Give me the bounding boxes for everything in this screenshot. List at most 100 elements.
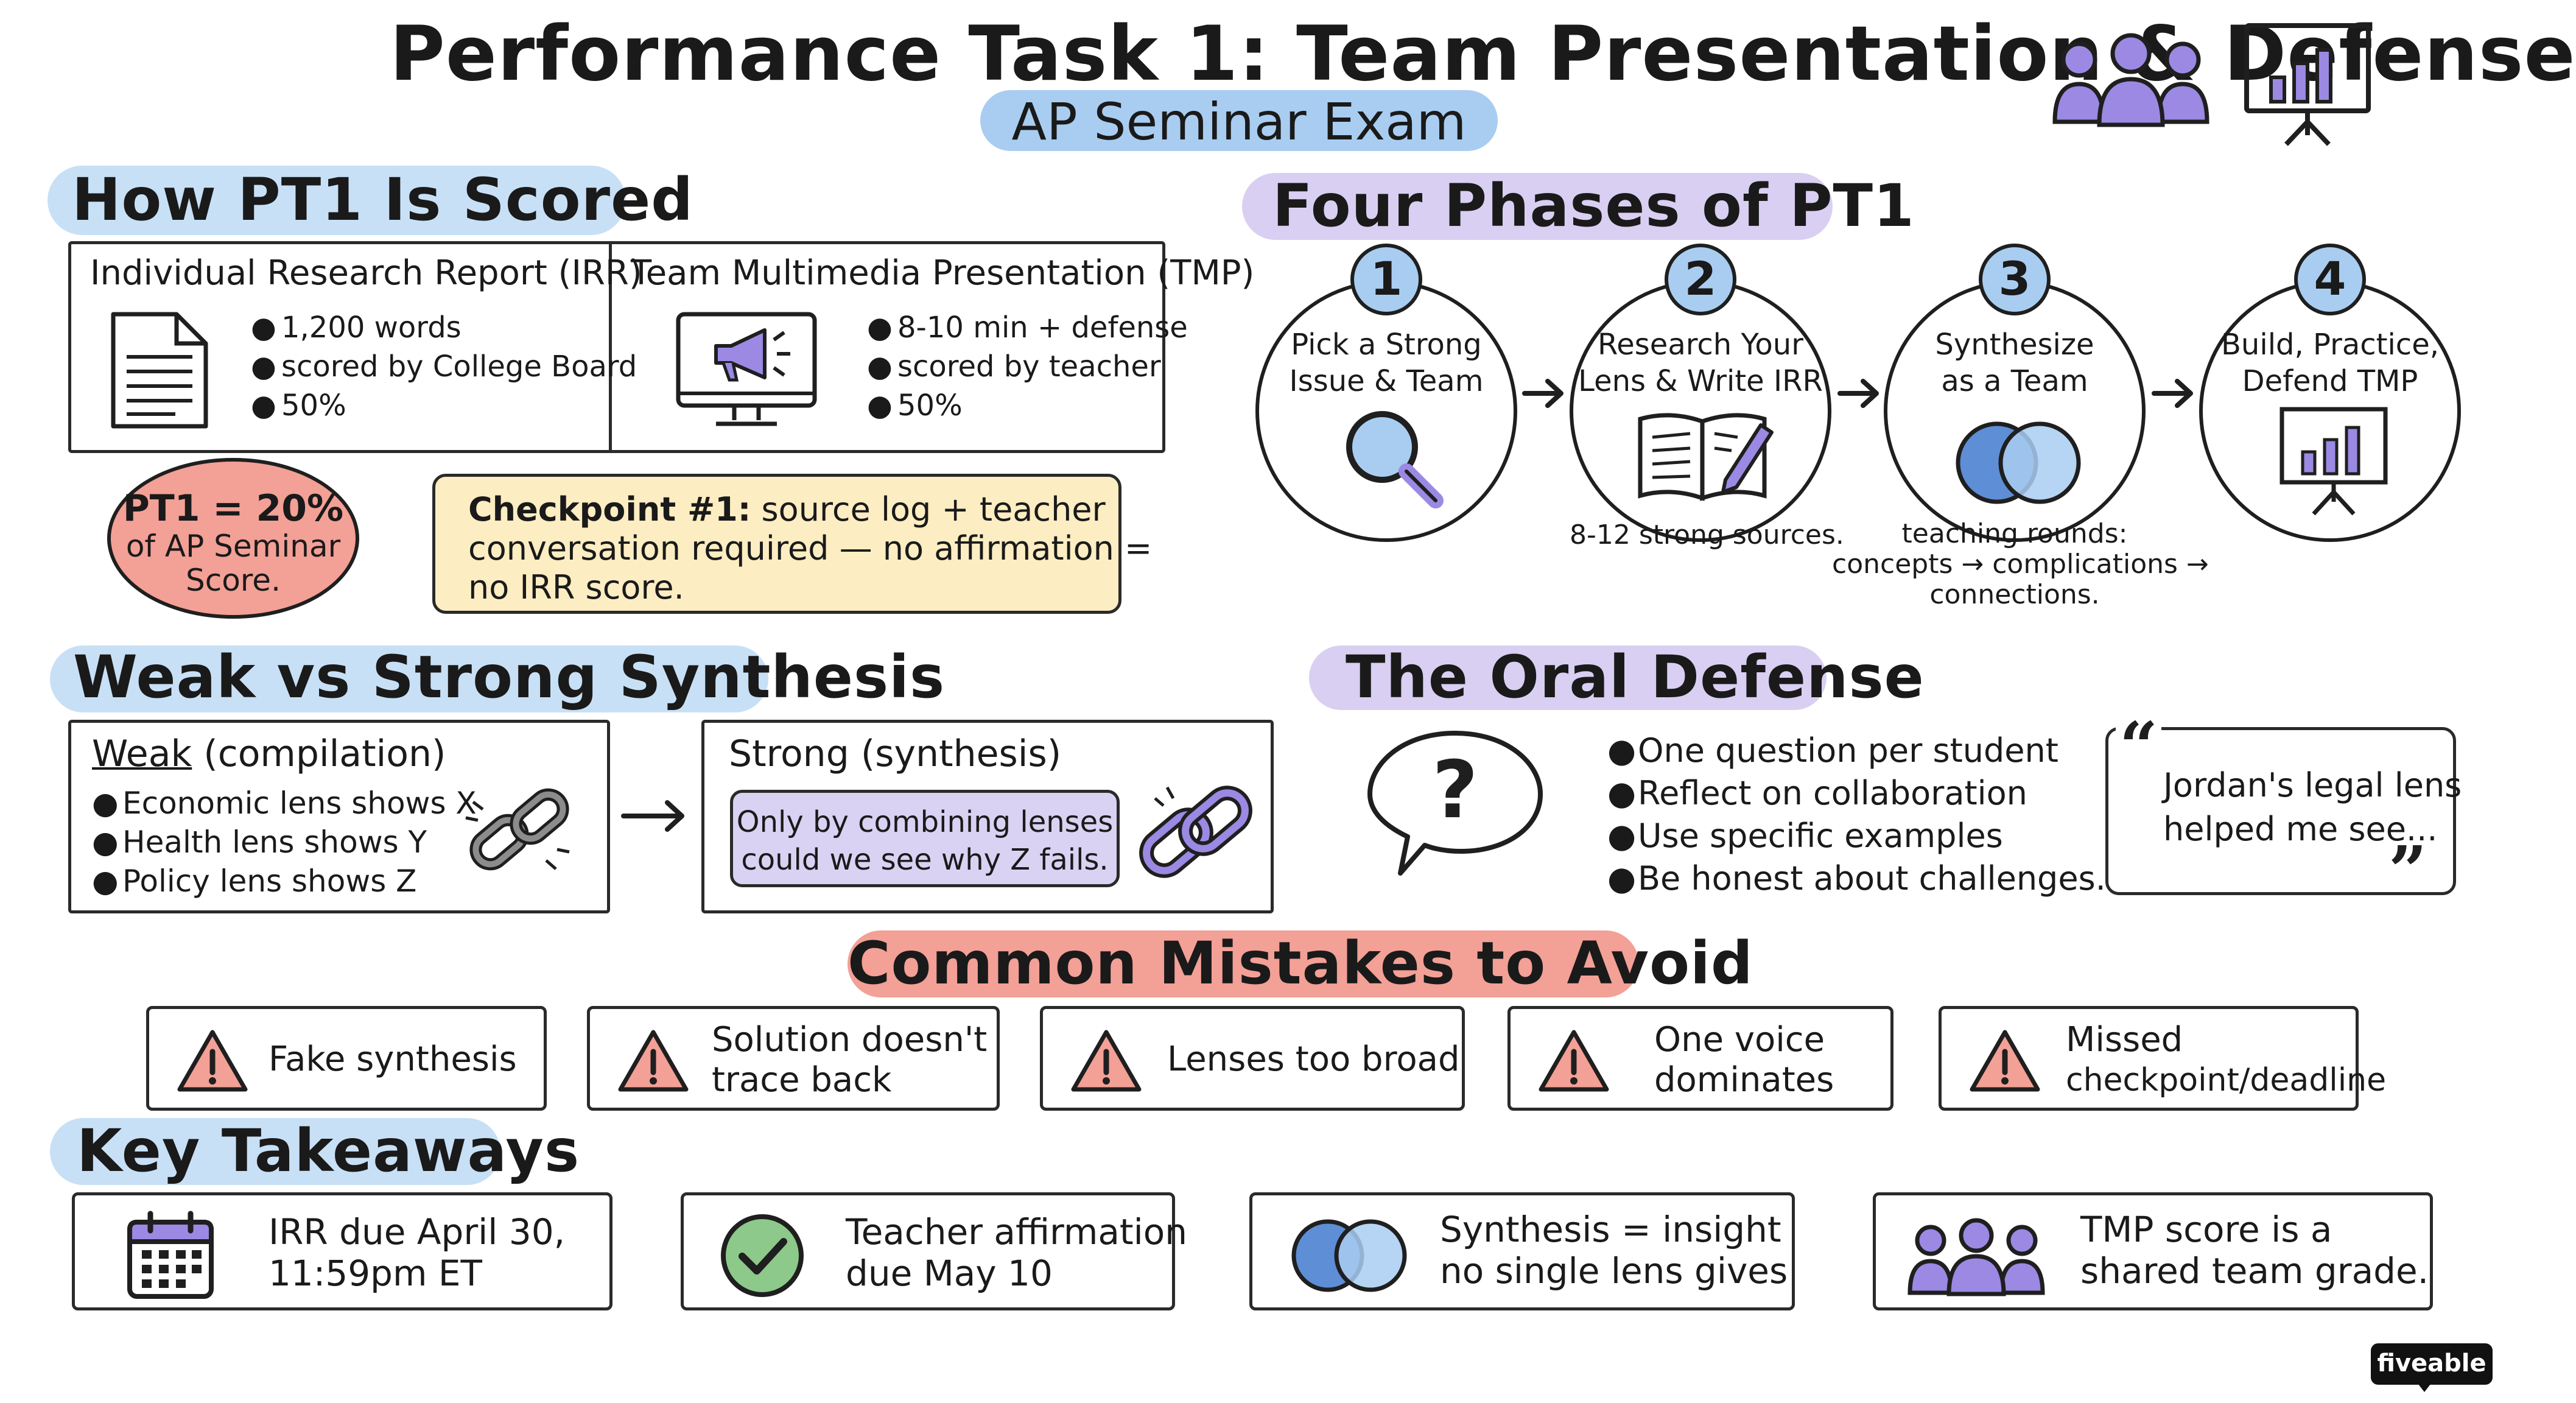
defense-quote-card: “ Jordan's legal lens helped me see... ” [2105, 713, 2462, 904]
tmp-bullets: 8-10 min + defense scored by teacher 50% [867, 308, 1188, 425]
phases-heading-highlight [1242, 173, 1833, 240]
takeaway-line1: Teacher affirmation [846, 1211, 1187, 1253]
phase-3-number: 3 [1979, 244, 2051, 315]
list-item: Reflect on collaboration [1607, 772, 2106, 815]
pt1-weight-value: PT1 = 20% [122, 487, 344, 530]
phase-3-note-line3: connections. [1929, 579, 2100, 610]
venn-icon [1948, 414, 2088, 512]
warning-icon [617, 1027, 690, 1094]
weak-label: Weak [92, 733, 192, 775]
takeaways-heading: Key Takeaways [77, 1117, 580, 1185]
list-item: 50% [867, 386, 1188, 425]
brand-logo-tail [2416, 1381, 2433, 1392]
phase-3-title: Synthesize [1935, 328, 2094, 362]
strong-quote-line2: could we see why Z fails. [741, 843, 1109, 877]
warning-icon [176, 1027, 249, 1094]
magnifier-icon [1338, 403, 1448, 513]
takeaways-heading-highlight [50, 1118, 500, 1185]
mistakes-heading-highlight [848, 930, 1639, 997]
list-item: Policy lens shows Z [92, 862, 477, 901]
checkpoint-text-3: no IRR score. [468, 568, 684, 607]
list-item: One question per student [1607, 730, 2106, 772]
phase-4-title: Build, Practice, [2221, 328, 2439, 362]
list-item: Use specific examples [1607, 815, 2106, 857]
checkpoint-text-2: conversation required — no affirmation = [468, 529, 1153, 568]
irr-bullets: 1,200 words scored by College Board 50% [251, 308, 637, 425]
checkmark-icon [718, 1211, 807, 1300]
mistakes-heading: Common Mistakes to Avoid [848, 929, 1753, 997]
phases-heading: Four Phases of PT1 [1272, 172, 1915, 240]
link-icon [1131, 772, 1258, 893]
defense-quote-line1: Jordan's legal lens [2163, 766, 2462, 804]
scored-heading-highlight [47, 166, 626, 235]
defense-heading: The Oral Defense [1346, 643, 1925, 711]
takeaway-line2: due May 10 [846, 1253, 1053, 1294]
phase-4-subtitle: Defend TMP [2242, 364, 2418, 398]
takeaway-line2: no single lens gives [1440, 1250, 1788, 1292]
list-item: 8-10 min + defense [867, 308, 1188, 347]
phase-2-note: 8-12 strong sources. [1570, 519, 1844, 550]
presentation-board-icon [2241, 19, 2374, 147]
phase-3-subtitle: as a Team [1941, 364, 2088, 398]
book-pencil-icon [1634, 407, 1774, 504]
takeaway-line1: Synthesis = insight [1440, 1209, 1781, 1250]
tmp-title: Team Multimedia Presentation (TMP) [631, 253, 1255, 293]
mistake-label-line2: checkpoint/deadline [2066, 1062, 2387, 1099]
pt1-weight-badge: PT1 = 20% of AP Seminar Score. [107, 458, 359, 619]
phase-3-note-line2: concepts → complications → [1832, 549, 2209, 580]
takeaway-card: TMP score is a shared team grade. [1873, 1192, 2433, 1310]
mistake-label-line2: trace back [712, 1060, 892, 1100]
arrow-right-icon [1522, 376, 1565, 410]
strong-label: Strong (synthesis) [729, 733, 1062, 775]
calendar-icon [125, 1210, 216, 1301]
pt1-weight-line3: Score. [186, 563, 281, 598]
weak-synthesis-card: Weak (compilation) Economic lens shows X… [68, 720, 610, 913]
mistake-label-line1: Solution doesn't [712, 1020, 988, 1060]
mistake-label-line1: Missed [2066, 1020, 2183, 1060]
defense-heading-highlight [1309, 645, 1827, 710]
weak-bullets: Economic lens shows X Health lens shows … [92, 784, 477, 901]
warning-icon [1070, 1027, 1143, 1094]
mistake-card: Fake synthesis [146, 1006, 547, 1111]
takeaway-line2: 11:59pm ET [268, 1253, 482, 1294]
phase-2-title: Research Your [1598, 328, 1803, 362]
brand-logo: fiveable [2371, 1343, 2493, 1385]
mistake-label-line2: dominates [1654, 1060, 1834, 1100]
pt1-weight-line2: of AP Seminar [125, 529, 341, 564]
phase-4-number: 4 [2294, 244, 2366, 315]
takeaway-line1: IRR due April 30, [268, 1211, 566, 1253]
close-quote-icon: ” [2388, 831, 2427, 910]
irr-title: Individual Research Report (IRR) [90, 253, 642, 293]
strong-quote-box: Only by combining lenses could we see wh… [730, 790, 1120, 887]
mistake-card: Solution doesn't trace back [587, 1006, 1000, 1111]
strong-synthesis-card: Strong (synthesis) Only by combining len… [701, 720, 1274, 913]
phase-1-subtitle: Issue & Team [1289, 364, 1484, 398]
document-icon [108, 309, 212, 431]
synthesis-heading: Weak vs Strong Synthesis [73, 643, 946, 711]
warning-icon [1537, 1027, 1610, 1094]
team-icon [2052, 30, 2210, 128]
list-item: Be honest about challenges. [1607, 857, 2106, 900]
checkpoint-text-1: source log + teacher [751, 490, 1106, 529]
defense-bullets: One question per student Reflect on coll… [1607, 730, 2106, 900]
presentation-icon [2276, 403, 2392, 519]
phase-1-card: Pick a Strong Issue & Team [1255, 280, 1517, 542]
mistake-label: Lenses too broad [1167, 1039, 1460, 1079]
scored-heading: How PT1 Is Scored [72, 166, 693, 234]
defense-quote-line2: helped me see... [2163, 810, 2438, 848]
svg-text:?: ? [1432, 744, 1478, 836]
question-bubble-icon: ? [1364, 725, 1546, 883]
mistake-card: Missed checkpoint/deadline [1939, 1006, 2386, 1111]
arrow-right-icon [2152, 376, 2194, 410]
arrow-right-icon [1837, 376, 1880, 410]
takeaway-line1: TMP score is a [2080, 1209, 2332, 1250]
open-quote-icon: “ [2116, 713, 2162, 780]
synthesis-heading-highlight [50, 645, 768, 712]
list-item: scored by teacher [867, 347, 1188, 386]
phase-2-subtitle: Lens & Write IRR [1578, 364, 1823, 398]
megaphone-monitor-icon [673, 309, 819, 431]
phase-4-card: Build, Practice, Defend TMP [2199, 280, 2461, 542]
venn-icon [1284, 1216, 1414, 1295]
phase-1-title: Pick a Strong [1291, 328, 1482, 362]
mistake-card: One voice dominates [1507, 1006, 1893, 1111]
